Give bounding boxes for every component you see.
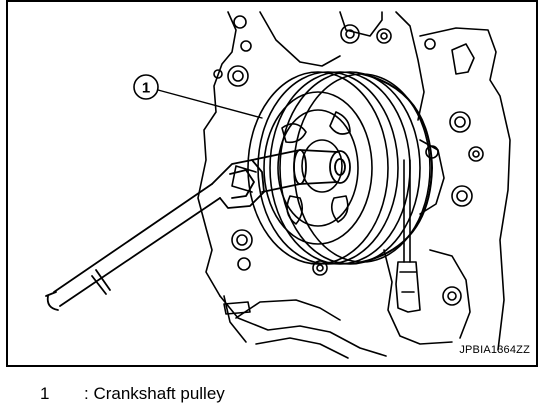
figure-frame <box>6 0 538 367</box>
callout-1: 1 <box>133 74 159 100</box>
legend-item: 1 : Crankshaft pulley <box>40 382 225 406</box>
engine-block-outline <box>197 11 511 359</box>
callout-leader <box>157 89 263 119</box>
socket-wrench <box>45 149 351 311</box>
figure-code: JPBIA1364ZZ <box>459 344 530 356</box>
callout-number: 1 <box>142 80 150 97</box>
mounting-bolts <box>213 15 484 315</box>
crankshaft-pulley <box>247 71 433 265</box>
legend-number: 1 <box>40 384 50 403</box>
legend-label: : Crankshaft pulley <box>84 384 225 403</box>
